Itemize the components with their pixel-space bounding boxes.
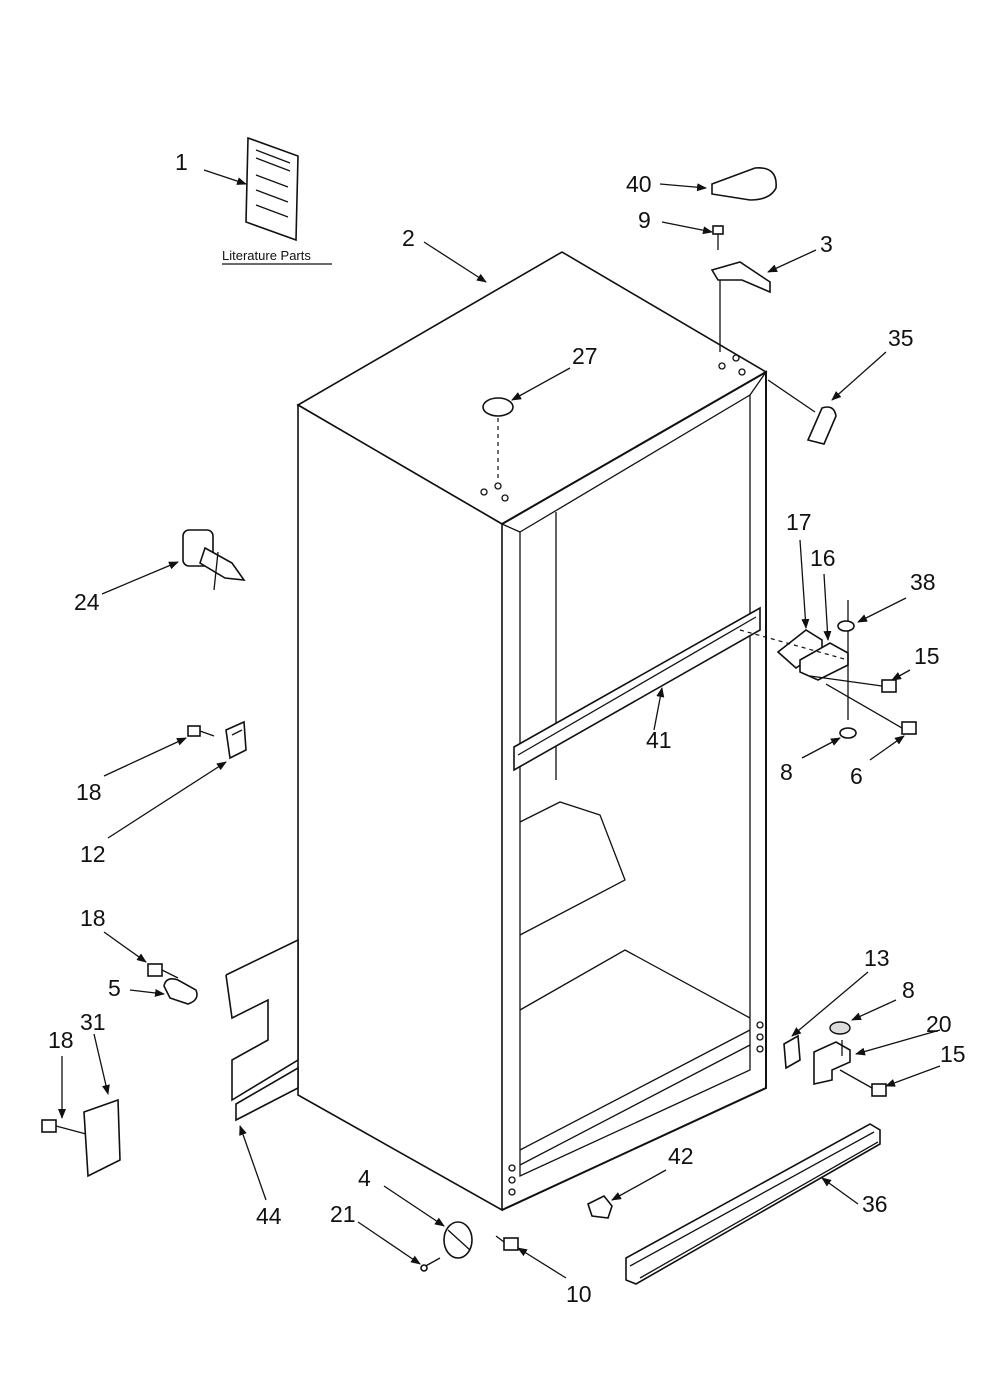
callout-18-lower: 18 — [48, 1027, 74, 1053]
callout-10: 10 — [566, 1281, 592, 1307]
literature-caption: Literature Parts — [222, 248, 311, 263]
callout-44: 44 — [256, 1203, 282, 1229]
bottom-hinge — [813, 1040, 851, 1085]
callout-6: 6 — [850, 763, 863, 789]
callout-12: 12 — [80, 841, 106, 867]
pin-21 — [420, 1257, 441, 1272]
top-hinge — [710, 261, 771, 352]
callout-18-upper: 18 — [76, 779, 102, 805]
callout-38: 38 — [910, 569, 936, 595]
callout-16: 16 — [810, 545, 836, 571]
screw-18-lower — [41, 1119, 87, 1135]
callout-15-lower: 15 — [940, 1041, 966, 1067]
screw-18-upper — [187, 725, 215, 737]
callout-35: 35 — [888, 325, 914, 351]
callout-21: 21 — [330, 1201, 356, 1227]
part-35 — [806, 406, 837, 445]
callout-2: 2 — [402, 225, 415, 251]
callout-3: 3 — [820, 231, 833, 257]
washer-38 — [837, 620, 855, 632]
leveler-4 — [443, 1221, 473, 1259]
callout-9: 9 — [638, 207, 651, 233]
callout-27: 27 — [572, 343, 598, 369]
literature-booklet: Literature Parts — [222, 136, 332, 265]
washer-8-upper — [839, 727, 857, 739]
part-5 — [163, 978, 198, 1005]
washer-8-lower — [829, 1021, 851, 1035]
callout-41: 41 — [646, 727, 672, 753]
refrigerator-cabinet — [296, 251, 768, 1212]
callout-36: 36 — [862, 1191, 888, 1217]
callout-5: 5 — [108, 975, 121, 1001]
callout-8-upper: 8 — [780, 759, 793, 785]
callout-40: 40 — [626, 171, 652, 197]
callout-8-lower: 8 — [902, 977, 915, 1003]
part-13 — [783, 1034, 801, 1070]
screw-9 — [712, 225, 724, 250]
callout-17: 17 — [786, 509, 812, 535]
screw-10 — [495, 1235, 519, 1251]
cover-31 — [83, 1098, 121, 1178]
callout-42: 42 — [668, 1143, 694, 1169]
callout-4: 4 — [358, 1165, 371, 1191]
part-42 — [587, 1194, 613, 1219]
hinge-cover — [711, 167, 777, 201]
toe-grille — [625, 1123, 881, 1285]
callout-20: 20 — [926, 1011, 952, 1037]
screw-15-upper — [809, 675, 897, 693]
screw-15-lower — [839, 1069, 887, 1097]
screw-6 — [825, 683, 917, 735]
callout-15-upper: 15 — [914, 643, 940, 669]
callout-13: 13 — [864, 945, 890, 971]
callout-18-middle: 18 — [80, 905, 106, 931]
leader-arrows — [58, 169, 941, 1279]
bracket-44 — [225, 938, 299, 1122]
callout-31: 31 — [80, 1009, 106, 1035]
screw-18-middle — [147, 963, 179, 979]
middle-hinge — [739, 600, 849, 720]
plug-button — [482, 397, 514, 482]
callout-24: 24 — [74, 589, 100, 615]
part-24 — [182, 529, 246, 591]
callout-1: 1 — [175, 149, 188, 175]
callout-labels: 1 2 40 9 3 35 27 24 17 16 38 15 41 8 6 1… — [48, 149, 966, 1307]
part-12 — [225, 720, 247, 760]
